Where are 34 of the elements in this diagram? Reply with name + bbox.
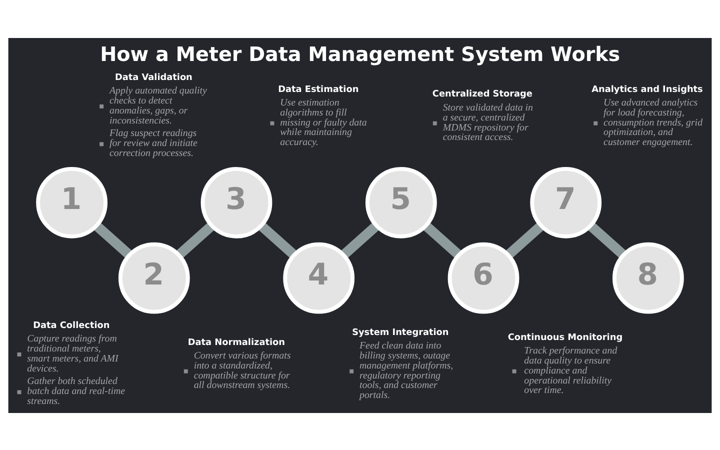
node-label: Convert various formats into a standardized, compatible structure for all downstream systems. <box>194 350 291 391</box>
node-circle: 4 <box>283 242 355 314</box>
node-label: Use estimation algorithms to fill missing or faulty data while maintaining accuracy. <box>280 96 367 148</box>
connector <box>93 222 133 258</box>
node-label: Data Estimation <box>278 84 359 94</box>
connector <box>340 222 380 258</box>
node-label: Centralized Storage <box>432 89 532 100</box>
connector <box>258 222 298 258</box>
node-label: Data Collection <box>33 320 110 330</box>
node-circle: 7 <box>530 166 602 238</box>
node-label: Continuous Monitoring <box>508 332 623 342</box>
node-label: Gather both scheduled batch data and real-time streams. <box>27 376 126 407</box>
node-label: Analytics and Insights <box>592 84 703 94</box>
node-label: Store validated data in a secure, centralized MDMS repository for consistent access. <box>442 102 533 143</box>
node-label: Feed clean data into billing systems, outage management platforms, regulatory reporting tools, and customer portals. <box>360 340 454 401</box>
node-circle: 1 <box>36 166 108 238</box>
node-label: System Integration <box>352 327 449 338</box>
connector <box>587 222 627 258</box>
node-circle: 6 <box>448 242 520 314</box>
node-label: Apply automated quality checks to detect anomalies, gaps, or inconsistencies. <box>110 85 207 126</box>
connector <box>176 222 216 258</box>
connector <box>504 222 544 258</box>
diagram-title: How a Meter Data Management System Works <box>100 42 620 66</box>
node-label: Capture readings from traditional meters, smart meters, and AMI devices. <box>27 333 118 374</box>
node-circle: 5 <box>365 166 437 238</box>
node-circle: 2 <box>118 242 190 314</box>
node-label: Track performance and data quality to ensure compliance and operational reliability over time. <box>524 344 618 396</box>
node-circle: 3 <box>200 166 272 238</box>
node-label: Data Normalization <box>188 337 285 348</box>
node-label: Flag suspect readings for review and initiate correction processes. <box>110 128 198 159</box>
node-label: Data Validation <box>114 72 192 82</box>
node-label: Use advanced analytics for load forecasting, consumption trends, grid optimization, and customer engagement. <box>604 96 703 148</box>
connector <box>422 222 462 258</box>
node-circle: 8 <box>612 242 684 314</box>
